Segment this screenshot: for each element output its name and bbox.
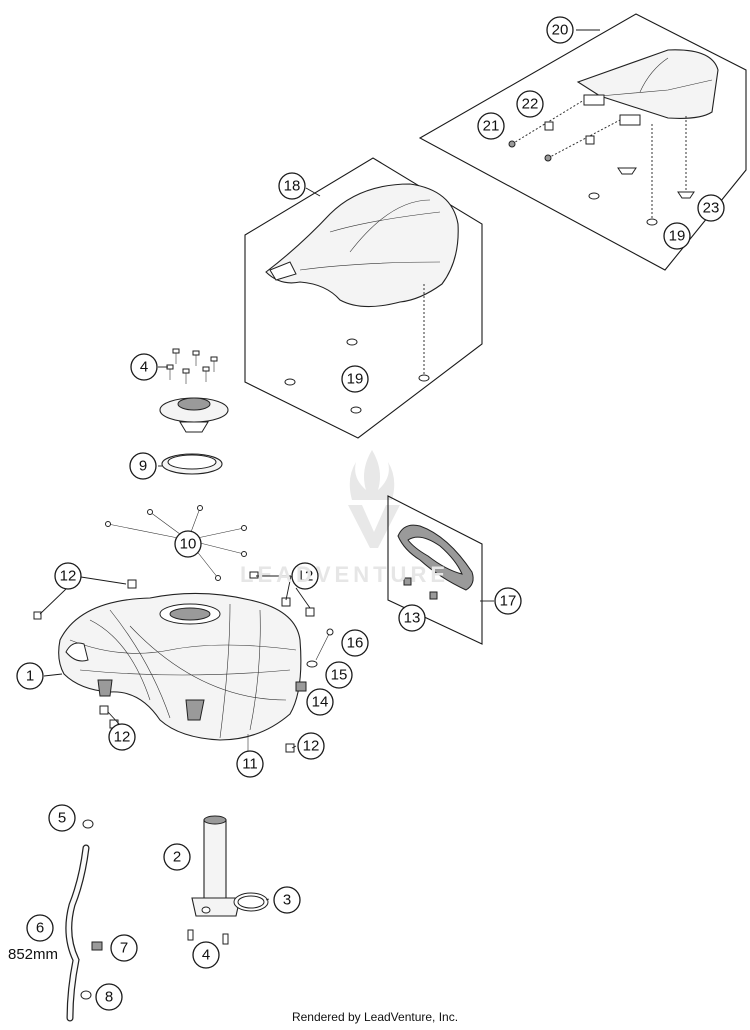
callout-16[interactable]: 16 — [341, 629, 369, 657]
callout-21[interactable]: 21 — [477, 112, 505, 140]
svg-text:19: 19 — [669, 228, 686, 245]
svg-text:23: 23 — [703, 200, 720, 217]
svg-text:12: 12 — [60, 568, 77, 585]
callout-18[interactable]: 18 — [278, 172, 306, 200]
bracket-box — [387, 495, 483, 645]
callout-10[interactable]: 10 — [174, 530, 202, 558]
callout-19-front[interactable]: 19 — [341, 365, 369, 393]
hose-length-label: 852mm — [8, 946, 59, 963]
watermark-text: LEADVENTURE — [240, 562, 450, 587]
callout-6[interactable]: 6 — [26, 914, 54, 942]
callout-4-top[interactable]: 4 — [130, 353, 158, 381]
svg-text:14: 14 — [312, 694, 329, 711]
callout-17[interactable]: 17 — [494, 587, 522, 615]
callout-22[interactable]: 22 — [516, 90, 544, 118]
svg-text:18: 18 — [284, 178, 301, 195]
svg-text:4: 4 — [140, 359, 148, 376]
svg-text:21: 21 — [483, 118, 500, 135]
callout-13[interactable]: 13 — [398, 604, 426, 632]
callout-23[interactable]: 23 — [697, 194, 725, 222]
svg-text:20: 20 — [552, 22, 569, 39]
hose-group — [65, 819, 103, 1022]
svg-text:22: 22 — [522, 96, 539, 113]
callout-4-bottom[interactable]: 4 — [192, 941, 220, 969]
svg-text:7: 7 — [120, 940, 128, 957]
filler-neck-group — [187, 815, 269, 945]
svg-text:4: 4 — [202, 947, 210, 964]
callout-12-lower-right[interactable]: 12 — [297, 732, 325, 760]
callout-19-rear[interactable]: 19 — [663, 222, 691, 250]
svg-text:17: 17 — [500, 593, 517, 610]
front-seat-box — [244, 157, 483, 439]
svg-text:15: 15 — [331, 667, 348, 684]
callout-12-right[interactable]: 12 — [291, 562, 319, 590]
callout-11[interactable]: 11 — [236, 750, 264, 778]
svg-text:3: 3 — [283, 892, 291, 909]
svg-text:2: 2 — [173, 849, 181, 866]
callout-8[interactable]: 8 — [95, 983, 123, 1011]
callout-3[interactable]: 3 — [273, 886, 301, 914]
callout-12-lower-left[interactable]: 12 — [108, 723, 136, 751]
fuel-tank — [58, 592, 302, 741]
callout-14[interactable]: 14 — [306, 688, 334, 716]
footer-credit: Rendered by LeadVenture, Inc. — [291, 1010, 459, 1024]
svg-text:12: 12 — [297, 568, 314, 585]
svg-text:16: 16 — [347, 635, 364, 652]
callout-5[interactable]: 5 — [48, 804, 76, 832]
filler-cap-group — [159, 348, 229, 475]
callout-1[interactable]: 1 — [16, 662, 44, 690]
callout-9[interactable]: 9 — [129, 452, 157, 480]
svg-text:6: 6 — [36, 920, 44, 937]
svg-text:8: 8 — [105, 989, 113, 1006]
front-seat — [265, 183, 459, 308]
callout-20[interactable]: 20 — [546, 16, 574, 44]
callout-12-left[interactable]: 12 — [54, 562, 82, 590]
leader-lines — [39, 29, 600, 901]
svg-text:10: 10 — [180, 536, 197, 553]
rear-seat — [576, 49, 719, 119]
watermark-logo — [348, 450, 400, 548]
svg-text:9: 9 — [139, 458, 147, 475]
rear-seat-box — [418, 13, 747, 271]
svg-text:5: 5 — [58, 810, 66, 827]
svg-text:12: 12 — [303, 738, 320, 755]
callout-15[interactable]: 15 — [325, 661, 353, 689]
callout-2[interactable]: 2 — [163, 843, 191, 871]
svg-text:19: 19 — [347, 371, 364, 388]
svg-text:11: 11 — [242, 756, 258, 773]
callout-7[interactable]: 7 — [110, 934, 138, 962]
svg-text:13: 13 — [404, 610, 421, 627]
svg-text:12: 12 — [114, 729, 131, 746]
svg-text:1: 1 — [26, 668, 34, 685]
